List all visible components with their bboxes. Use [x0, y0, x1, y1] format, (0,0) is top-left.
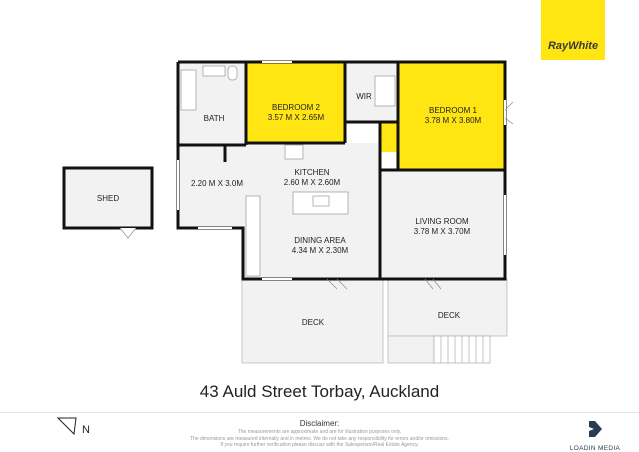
bedroom1-label: BEDROOM 1	[429, 106, 478, 115]
north-label: N	[82, 424, 90, 436]
loadin-logo-icon	[589, 421, 602, 437]
disclaimer: Disclaimer: The measurements are approxi…	[150, 419, 489, 449]
disclaimer-line: The dimensions are measured internally a…	[190, 435, 449, 442]
disclaimer-line: The measurements are approximate and are…	[237, 429, 402, 435]
north-arrow-icon: N	[56, 417, 90, 436]
shed-label: SHED	[97, 194, 119, 203]
loadin-media-logo: LOADIN MEDIA	[560, 420, 630, 452]
deck-left	[241, 278, 384, 364]
bedroom1-size: 3.78 M X 3.80M	[425, 116, 482, 125]
shed-building	[62, 166, 154, 230]
dining-label: DINING AREA	[294, 236, 346, 245]
footer-divider	[0, 412, 639, 413]
living-label: LIVING ROOM	[415, 217, 469, 226]
north-compass: N	[56, 416, 96, 441]
disclaimer-heading: Disclaimer:	[299, 419, 340, 428]
deck-stairs	[433, 335, 491, 364]
bedroom-2	[246, 62, 345, 143]
property-address: 43 Auld Street Torbay, Auckland	[199, 382, 440, 401]
bath-label: BATH	[204, 114, 225, 123]
bedroom2-label: BEDROOM 2	[272, 103, 321, 112]
laundry-size: 2.20 M X 3.0M	[191, 179, 243, 188]
deck-right	[387, 278, 508, 364]
fixtures	[180, 65, 396, 277]
doors	[119, 101, 514, 290]
dining-size: 4.34 M X 2.30M	[292, 246, 349, 255]
walls	[176, 60, 507, 281]
bedroom-1	[398, 62, 505, 170]
disclaimer-line: If you require further verification plea…	[220, 442, 419, 448]
deck-left-label: DECK	[302, 318, 325, 327]
bedroom-1-closet	[380, 122, 398, 152]
kitchen-size: 2.60 M X 2.60M	[284, 178, 341, 187]
windows	[177, 61, 506, 280]
wir-label: WIR	[356, 92, 372, 101]
logo-text: RayWhite	[547, 40, 599, 52]
raywhite-logo: RayWhite	[541, 0, 605, 60]
deck-right-label: DECK	[438, 311, 461, 320]
producer-name: LOADIN MEDIA	[569, 445, 621, 452]
bedroom2-size: 3.57 M X 2.65M	[268, 113, 325, 122]
living-room	[380, 170, 505, 279]
living-size: 3.78 M X 3.70M	[414, 227, 471, 236]
kitchen-label: KITCHEN	[294, 168, 329, 177]
laundry-room	[178, 145, 243, 228]
